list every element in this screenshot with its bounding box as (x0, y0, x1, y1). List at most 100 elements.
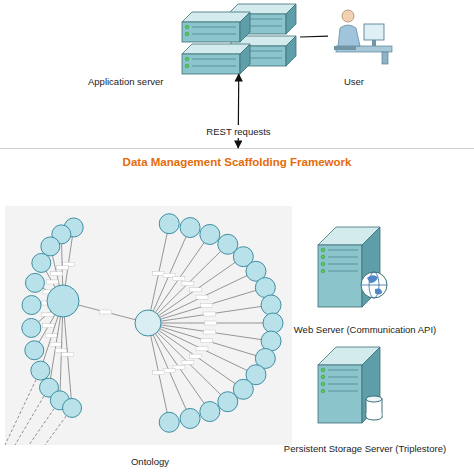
link-tag (190, 354, 202, 358)
server-slot (328, 257, 358, 258)
link-tag (46, 334, 58, 338)
ontology-link (148, 323, 256, 375)
server-side (240, 44, 250, 74)
node-label: Web Server (Communication API) (265, 324, 465, 335)
ontology-class (22, 296, 41, 315)
link-tag (62, 352, 74, 356)
desk-leg (382, 52, 388, 64)
ontology-class (200, 224, 220, 244)
connector (300, 35, 328, 37)
server-led (185, 64, 189, 68)
node-illustration (312, 223, 392, 313)
server-top (182, 12, 250, 22)
ontology-link (148, 257, 243, 323)
component-node: Persistent Storage Server (Triplestore) (312, 343, 392, 429)
server-slot (328, 370, 358, 371)
server-led (321, 248, 325, 252)
server-slot (328, 384, 358, 385)
link-tag (50, 342, 62, 346)
server-side (286, 36, 296, 66)
ontology-class (180, 408, 200, 428)
ontology-class (41, 237, 60, 256)
server-led (185, 32, 189, 36)
node-illustration (328, 6, 394, 64)
server-slot (328, 264, 358, 265)
server-front (318, 365, 362, 423)
link-tag (55, 349, 67, 353)
server-slot (192, 34, 236, 35)
link-tag (51, 272, 63, 276)
link-tag (201, 303, 213, 307)
ontology-class (200, 402, 220, 422)
ontology-class (32, 253, 51, 272)
edge-label: REST requests (196, 125, 280, 138)
ontology-class (31, 361, 50, 380)
link-tag (205, 321, 217, 325)
link-tag (173, 277, 185, 281)
server-slot (328, 250, 358, 251)
server-led (321, 382, 325, 386)
monitor-stand (372, 40, 376, 46)
link-tag (43, 324, 55, 328)
server-slot (192, 66, 236, 67)
node-illustration (312, 343, 392, 429)
ontology-link (148, 323, 169, 422)
ontology-class (261, 295, 281, 315)
ontology-class (22, 318, 41, 337)
server-led (185, 25, 189, 29)
link-tag (46, 280, 58, 284)
cylinder-fill (367, 413, 382, 417)
ontology-class (135, 310, 161, 336)
server-led (321, 375, 325, 379)
link-tag (153, 371, 165, 375)
ontology-class (255, 278, 275, 298)
ontology-link (148, 305, 271, 323)
ontology-class (47, 285, 79, 317)
link-tag (201, 339, 213, 343)
server-slot (328, 271, 358, 272)
node-illustration (178, 4, 300, 74)
server-slot (328, 391, 358, 392)
link-tag (204, 312, 216, 316)
link-tag (204, 330, 216, 334)
globe-icon (361, 272, 387, 298)
link-tag (56, 266, 68, 270)
server-slot (192, 27, 236, 28)
server-front (318, 245, 362, 307)
ontology-class (25, 341, 44, 360)
node-label: Ontology (90, 456, 210, 467)
dashed-link (15, 388, 49, 445)
link-tag (163, 369, 175, 373)
component-node: Web Server (Communication API) (312, 223, 392, 313)
server-slot (192, 59, 236, 60)
server-led (321, 269, 325, 273)
cylinder-bottom (366, 414, 382, 420)
server-front (182, 22, 240, 42)
user-head (342, 10, 354, 22)
chair (334, 46, 356, 50)
ontology-class (63, 398, 82, 417)
ontology-class (159, 412, 179, 432)
ontology-class (263, 313, 283, 333)
server-front (182, 54, 240, 74)
user-body (338, 25, 360, 46)
framework-band: Data Management Scaffolding FrameworkOnt… (0, 148, 474, 474)
component-node: Ontology (5, 206, 292, 445)
ontology-link (148, 323, 228, 402)
ontology-link (148, 323, 190, 418)
node-label: User (304, 76, 404, 87)
monitor (364, 24, 384, 40)
cylinder-top (366, 396, 382, 402)
server-side (240, 12, 250, 42)
ontology-class (261, 331, 281, 351)
globe-equator (361, 285, 387, 286)
server-side (362, 227, 380, 307)
server-top (182, 44, 250, 54)
server-led (321, 255, 325, 259)
link-tag (100, 310, 112, 314)
link-tag (190, 288, 202, 292)
server-led (321, 368, 325, 372)
link-tag (196, 295, 208, 299)
